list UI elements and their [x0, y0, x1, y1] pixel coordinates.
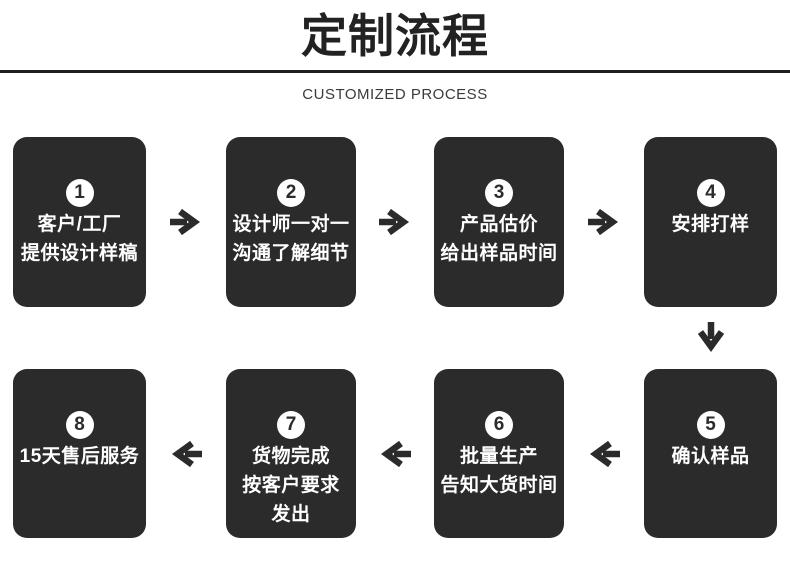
step-label: 确认样品: [671, 446, 750, 467]
step-number-badge: 6: [485, 411, 513, 439]
step-box-1: 1 客户/工厂 提供设计样稿: [13, 137, 146, 307]
step-number-badge: 8: [65, 411, 94, 439]
step-number-badge: 3: [485, 179, 513, 207]
arrow-down-icon: [697, 321, 725, 355]
connector-cell: [644, 307, 777, 369]
step-label: 批量生产 告知大货时间: [440, 446, 558, 496]
connector-cell: [146, 369, 226, 538]
arrow-right-icon: [378, 208, 412, 236]
step-box-8: 8 15天售后服务: [13, 369, 146, 538]
step-box-2: 2 设计师一对一 沟通了解细节: [226, 137, 356, 307]
step-label: 设计师一对一 沟通了解细节: [232, 214, 350, 264]
page-title: 定制流程: [301, 10, 489, 62]
page-subtitle: CUSTOMIZED PROCESS: [302, 86, 488, 103]
connector-cell: [564, 369, 644, 538]
step-number-badge: 4: [696, 179, 725, 207]
step-number-badge: 1: [65, 179, 94, 207]
title-divider: [0, 70, 790, 73]
arrow-left-icon: [169, 440, 203, 468]
step-number-badge: 2: [277, 179, 305, 207]
step-box-6: 6 批量生产 告知大货时间: [434, 369, 564, 538]
step-label: 客户/工厂 提供设计样稿: [20, 214, 138, 264]
connector-cell: [564, 137, 644, 307]
step-box-5: 5 确认样品: [644, 369, 777, 538]
arrow-right-icon: [169, 208, 203, 236]
step-box-7: 7 货物完成 按客户要求 发出: [226, 369, 356, 538]
arrow-right-icon: [587, 208, 621, 236]
step-number-badge: 5: [696, 411, 725, 439]
connector-cell: [356, 137, 434, 307]
diagram-header: 定制流程 CUSTOMIZED PROCESS: [0, 0, 790, 103]
step-label: 15天售后服务: [19, 446, 140, 467]
step-number-badge: 7: [277, 411, 305, 439]
step-label: 货物完成 按客户要求 发出: [242, 446, 340, 525]
process-flow-grid: 1 客户/工厂 提供设计样稿 2 设计师一对一 沟通了解细节: [13, 137, 777, 538]
step-label: 产品估价 给出样品时间: [440, 214, 558, 264]
step-label: 安排打样: [671, 214, 750, 235]
step-box-3: 3 产品估价 给出样品时间: [434, 137, 564, 307]
step-box-4: 4 安排打样: [644, 137, 777, 307]
connector-cell: [356, 369, 434, 538]
connector-cell: [146, 137, 226, 307]
arrow-left-icon: [378, 440, 412, 468]
arrow-left-icon: [587, 440, 621, 468]
